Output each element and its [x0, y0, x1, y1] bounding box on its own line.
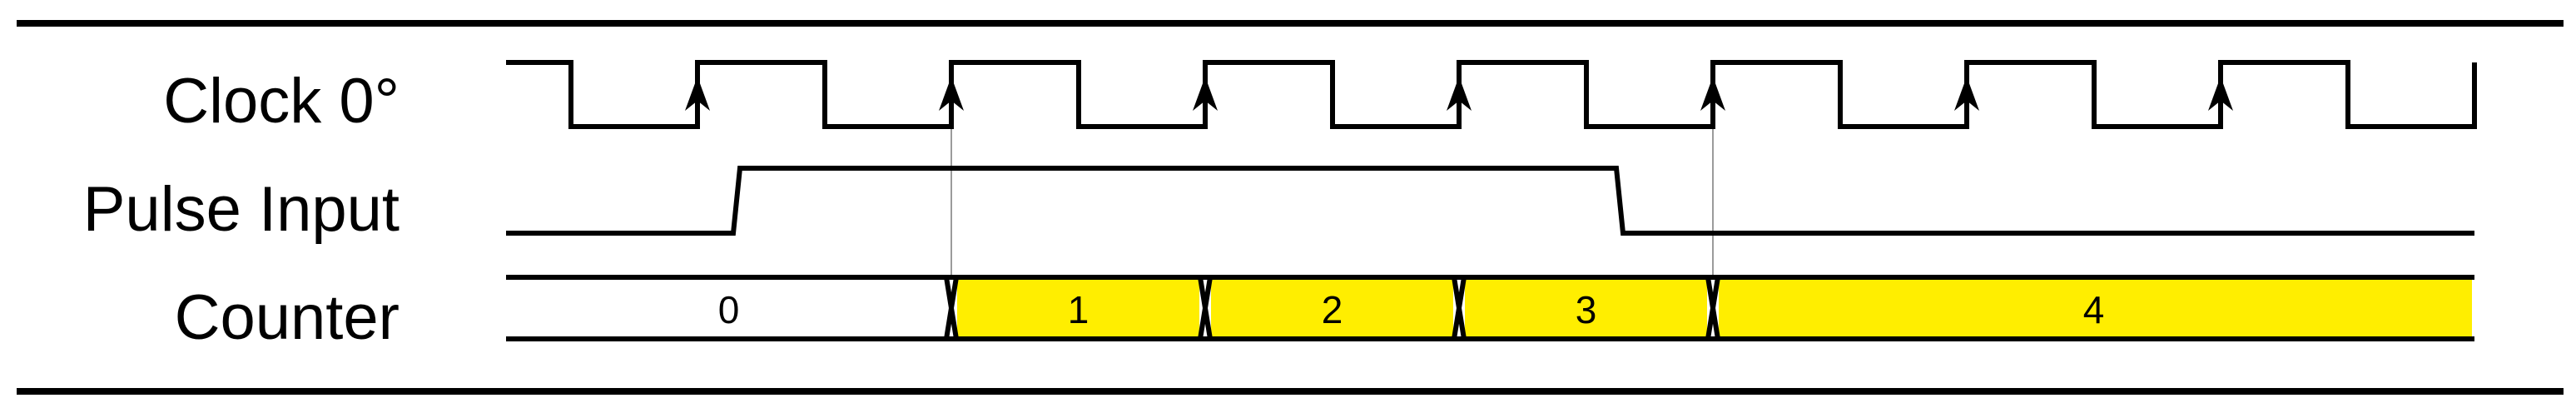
clock-waveform: [506, 60, 2477, 129]
counter-transition-cross: [944, 276, 959, 340]
counter-transition-cross: [1705, 276, 1720, 340]
counter-value-label: 3: [1576, 288, 1597, 331]
counter-segment-fill: [957, 280, 1199, 336]
pulse-input-waveform: [506, 166, 2474, 236]
counter-value-label: 0: [718, 288, 740, 331]
bottom-rule: [17, 388, 2564, 395]
rising-edge-arrow-icon: [1447, 77, 1472, 111]
counter-transition-cross: [1452, 276, 1467, 340]
rising-edge-arrow-icon: [939, 77, 964, 111]
row-label-counter: Counter: [174, 282, 400, 353]
counter-segment-fill: [1211, 280, 1453, 336]
counter-segment-fill: [509, 280, 946, 336]
row-label-pulse: Pulse Input: [82, 174, 400, 245]
counter-segment-fill: [1719, 280, 2472, 336]
rising-edge-arrow-icon: [1193, 77, 1218, 111]
counter-value-label: 4: [2083, 288, 2105, 331]
row-label-clock: Clock 0°: [163, 66, 400, 137]
rising-edge-arrow-icon: [1954, 77, 1979, 111]
counter-transition-cross: [1198, 276, 1213, 340]
rising-edge-arrow-icon: [685, 77, 710, 111]
rising-edge-arrow-icon: [1700, 77, 1725, 111]
counter-value-label: 1: [1068, 288, 1089, 331]
rising-edge-arrow-icon: [2208, 77, 2233, 111]
top-rule: [17, 20, 2564, 27]
counter-segment-fill: [1465, 280, 1707, 336]
counter-value-label: 2: [1322, 288, 1343, 331]
